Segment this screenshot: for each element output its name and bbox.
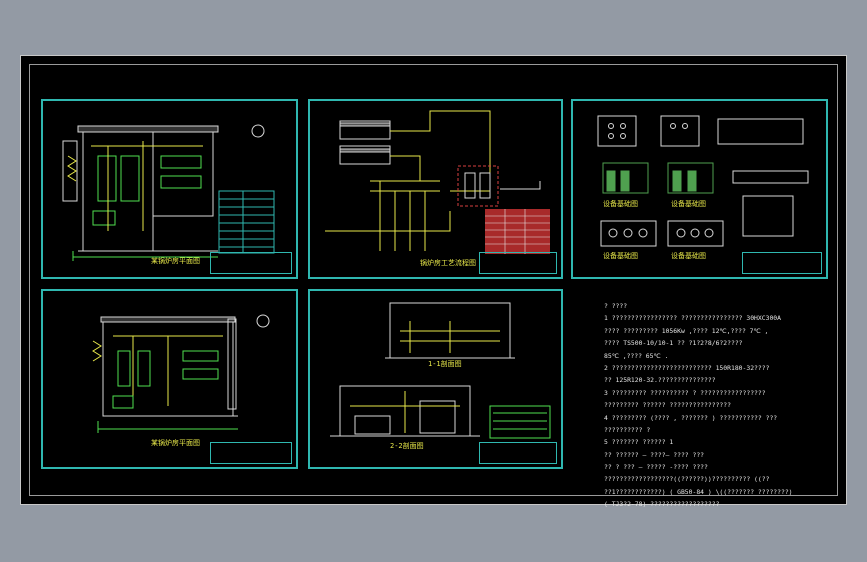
drawing-sheet: 某锅炉房平面图 [20,55,847,508]
note-line: ?? ?????? — ????— ???? ??? [604,450,705,459]
title-block [479,252,557,274]
note-line: ????????? ?????? ???????????????? [604,401,731,410]
panel-floor-plan-2[interactable]: 某锅炉房平面图 [41,289,298,469]
title-block [742,252,822,274]
floor-plan-2-drawing [92,314,270,433]
note-line: ?? ? ??? — ????? -???? ???? [604,463,708,472]
note-line: 3 ????????? ?????????? ? ???????????????… [604,388,766,397]
design-notes: ? ???? 1 ????????????????? ?????????????… [604,300,842,508]
sheet-border [29,64,838,496]
detail-caption: 设备基础图 [603,252,638,260]
note-line: ?????????? ? [604,425,651,434]
system-diagram-drawing [325,110,550,254]
note-line: ( TJ3?2-78) ?????????????????? [604,500,720,509]
note-line: 85℃ ,???? 65℃ . [604,351,669,360]
panel-detail-drawings[interactable]: 设备基础图 设备基础图 设备基础图 设备基础图 [571,99,828,279]
note-line: ???? ????????? 1056Kw ,???? 12℃,???? 7℃ … [604,326,769,335]
panel-sections[interactable]: 1-1剖面图 2-2剖面图 [308,289,563,469]
note-line: ??????????????????((??????))?????????? (… [604,475,770,484]
panel-caption: 某锅炉房平面图 [151,257,200,265]
detail-caption: 设备基础图 [671,200,706,208]
panel-caption: 锅炉房工艺流程图 [420,259,476,267]
note-line: ???? TS500-10/10-1 ?? ?1?2?8/6?2???? [604,339,743,348]
detail-caption: 设备基础图 [671,252,706,260]
note-line: ?? 125R120-32.??????????????? [604,376,716,385]
section-caption: 1-1剖面图 [428,360,462,368]
note-line: ? ???? [604,302,628,310]
note-line: 5 ??????? ?????? 1 [604,438,674,447]
note-line: 4 ????????? (???? , ??????? ) ??????????… [604,413,778,422]
note-line: 2 ?????????????????????????? 150R180-32?… [604,363,770,372]
detail-drawings-drawing [597,115,809,247]
title-block [210,442,292,464]
panel-floor-plan-1[interactable]: 某锅炉房平面图 [41,99,298,279]
title-block [210,252,292,274]
detail-caption: 设备基础图 [603,200,638,208]
section-caption: 2-2剖面图 [390,442,424,450]
floor-plan-1-drawing [62,124,275,261]
panel-caption: 某锅炉房平面图 [151,439,200,447]
panel-system-diagram[interactable]: 锅炉房工艺流程图 [308,99,563,279]
note-line: 1 ????????????????? ???????????????? 30H… [604,314,781,323]
title-block [479,442,557,464]
sections-drawing [330,302,551,439]
note-line: ??1????????????) ( GB50-84 ) \((??????? … [604,487,793,496]
